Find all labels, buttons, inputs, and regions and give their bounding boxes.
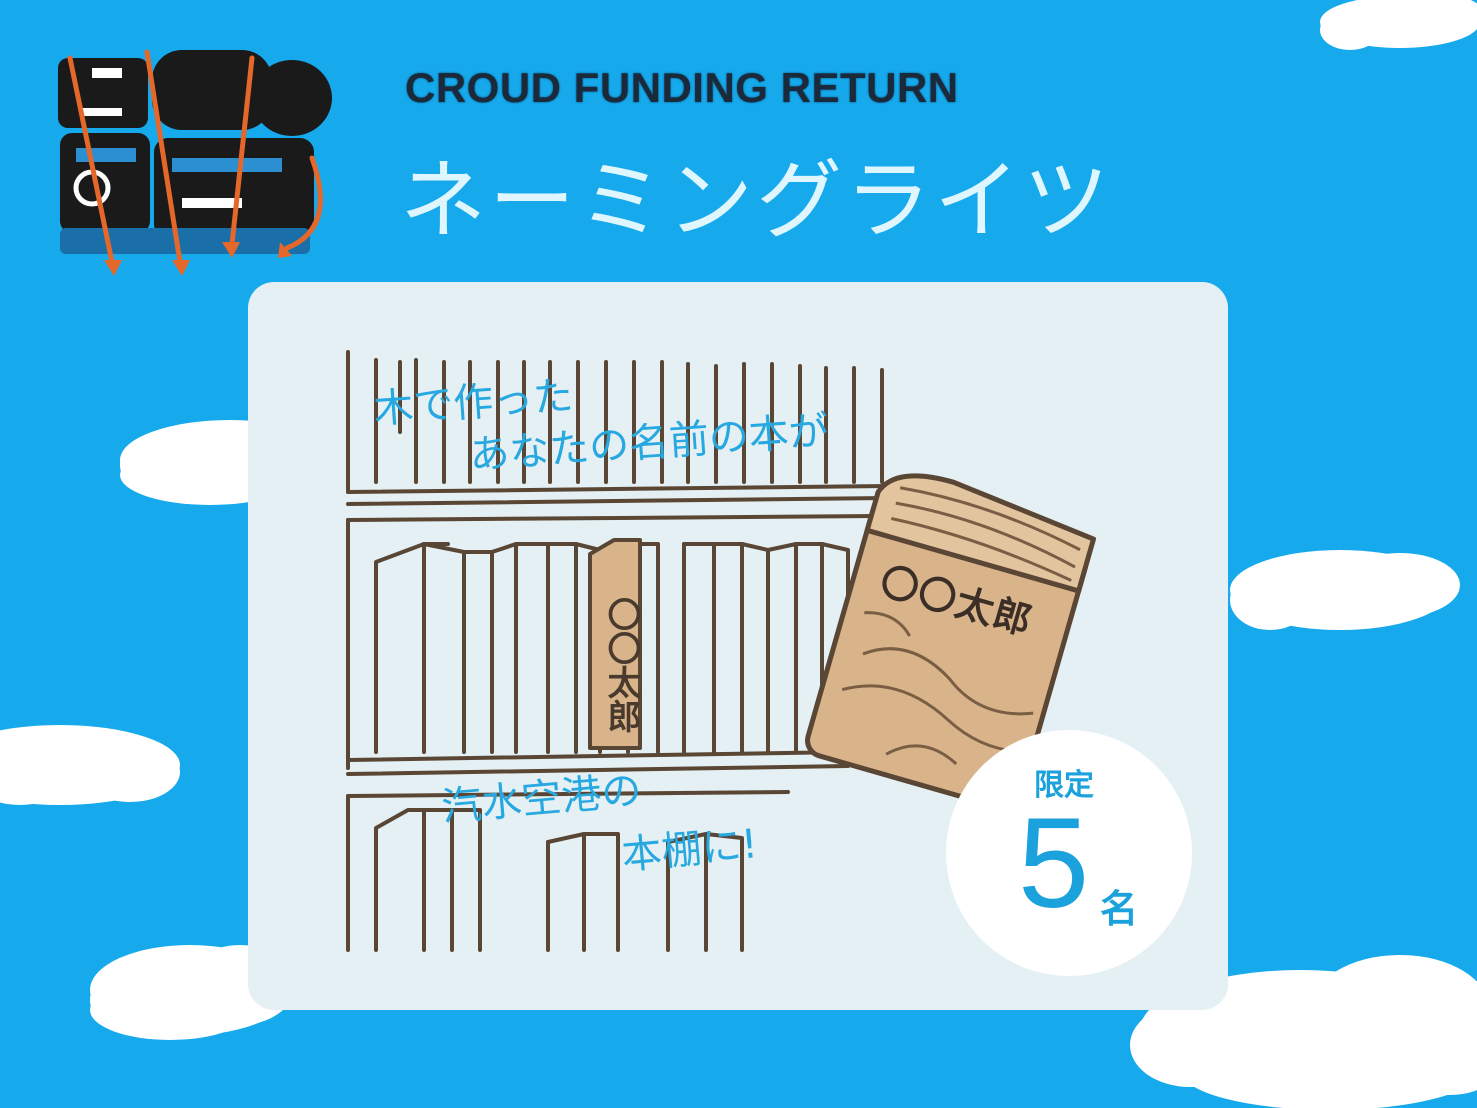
cloud-top-right (1320, 0, 1477, 50)
subtitle: CROUD FUNDING RETURN (405, 64, 959, 111)
wooden-book-cover (805, 473, 1097, 811)
book-spine-name: 〇〇太郎 (601, 597, 641, 733)
badge-unit: 名 (1100, 887, 1139, 931)
wooden-book-spine (588, 538, 642, 750)
brand-logo-icon (58, 49, 332, 276)
bookshelf-illustration (346, 350, 1097, 952)
cloud-mid-right (1230, 550, 1460, 630)
badge-number: 5 (1018, 792, 1090, 935)
cloud-left (0, 725, 180, 805)
page-title: ネーミングライツ (400, 151, 1112, 251)
badge-label: 限定 (1034, 768, 1094, 803)
limited-badge (946, 730, 1192, 976)
